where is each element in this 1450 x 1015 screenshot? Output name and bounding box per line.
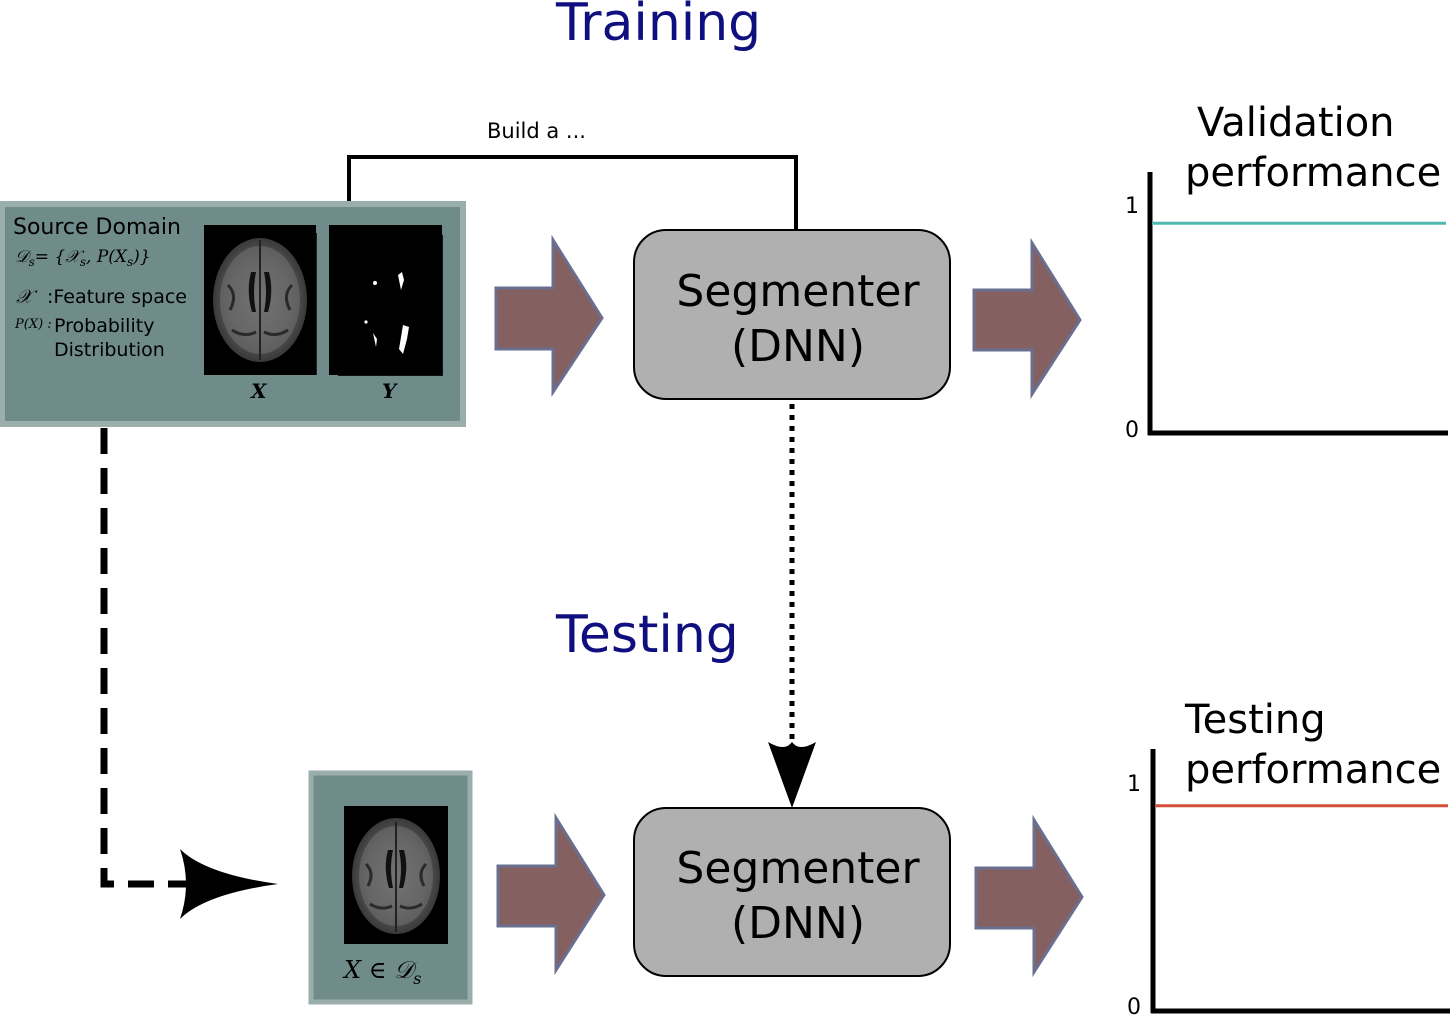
image-x-label: X: [249, 379, 268, 403]
test-sample-path: [100, 428, 200, 888]
validation-title-line2: performance: [1185, 150, 1441, 196]
test-input-panel: X ∈ 𝒟s: [308, 770, 473, 1005]
segmenter-training-line2: (DNN): [731, 321, 865, 372]
arrow-input-to-segmenter: [496, 812, 606, 976]
validation-title-line1: Validation: [1197, 100, 1395, 146]
probability-text-2: Distribution: [54, 339, 165, 361]
segmenter-testing-line2: (DNN): [731, 898, 865, 949]
model-transfer-arrowhead: [768, 742, 816, 808]
testing-chart: Testing performance 1 0: [1127, 697, 1450, 1015]
validation-tick-1: 1: [1125, 194, 1139, 219]
arrow-segmenter-to-testing: [974, 814, 1084, 978]
segmenter-testing-line1: Segmenter: [676, 843, 920, 894]
mri-image-stack: [204, 225, 317, 375]
test-input-label: X ∈ 𝒟s: [342, 956, 421, 988]
arrow-segmenter-to-validation: [972, 237, 1082, 400]
build-connector: [347, 155, 798, 232]
domain-definition: 𝒟s= {𝒳s, P(Xs)}: [15, 247, 151, 269]
testing-tick-1: 1: [1127, 772, 1141, 797]
testing-heading: Testing: [555, 605, 739, 665]
probability-symbol: P(X) :: [14, 317, 52, 332]
segmenter-testing: Segmenter (DNN): [633, 807, 951, 977]
testing-title-line1: Testing: [1184, 697, 1326, 743]
testing-tick-0: 0: [1127, 995, 1141, 1015]
feature-space-text: :Feature space: [47, 286, 187, 308]
probability-text-1: Probability: [54, 315, 154, 337]
build-label: Build a ...: [487, 119, 586, 143]
segmenter-training-line1: Segmenter: [676, 266, 920, 317]
test-sample-arrowhead: [180, 849, 278, 919]
arrow-domain-to-segmenter: [494, 234, 604, 397]
testing-title-line2: performance: [1185, 747, 1441, 793]
validation-chart: Validation performance 1 0: [1125, 100, 1448, 443]
validation-tick-0: 0: [1125, 418, 1139, 443]
source-domain-panel: Source Domain 𝒟s= {𝒳s, P(Xs)} 𝒳 :Feature…: [0, 201, 466, 427]
source-domain-title: Source Domain: [13, 215, 181, 240]
image-y-label: Y: [382, 379, 398, 403]
test-mri-image: [344, 806, 448, 944]
training-heading: Training: [555, 0, 761, 53]
segmenter-training: Segmenter (DNN): [633, 229, 951, 400]
mask-image-stack: [329, 225, 443, 376]
